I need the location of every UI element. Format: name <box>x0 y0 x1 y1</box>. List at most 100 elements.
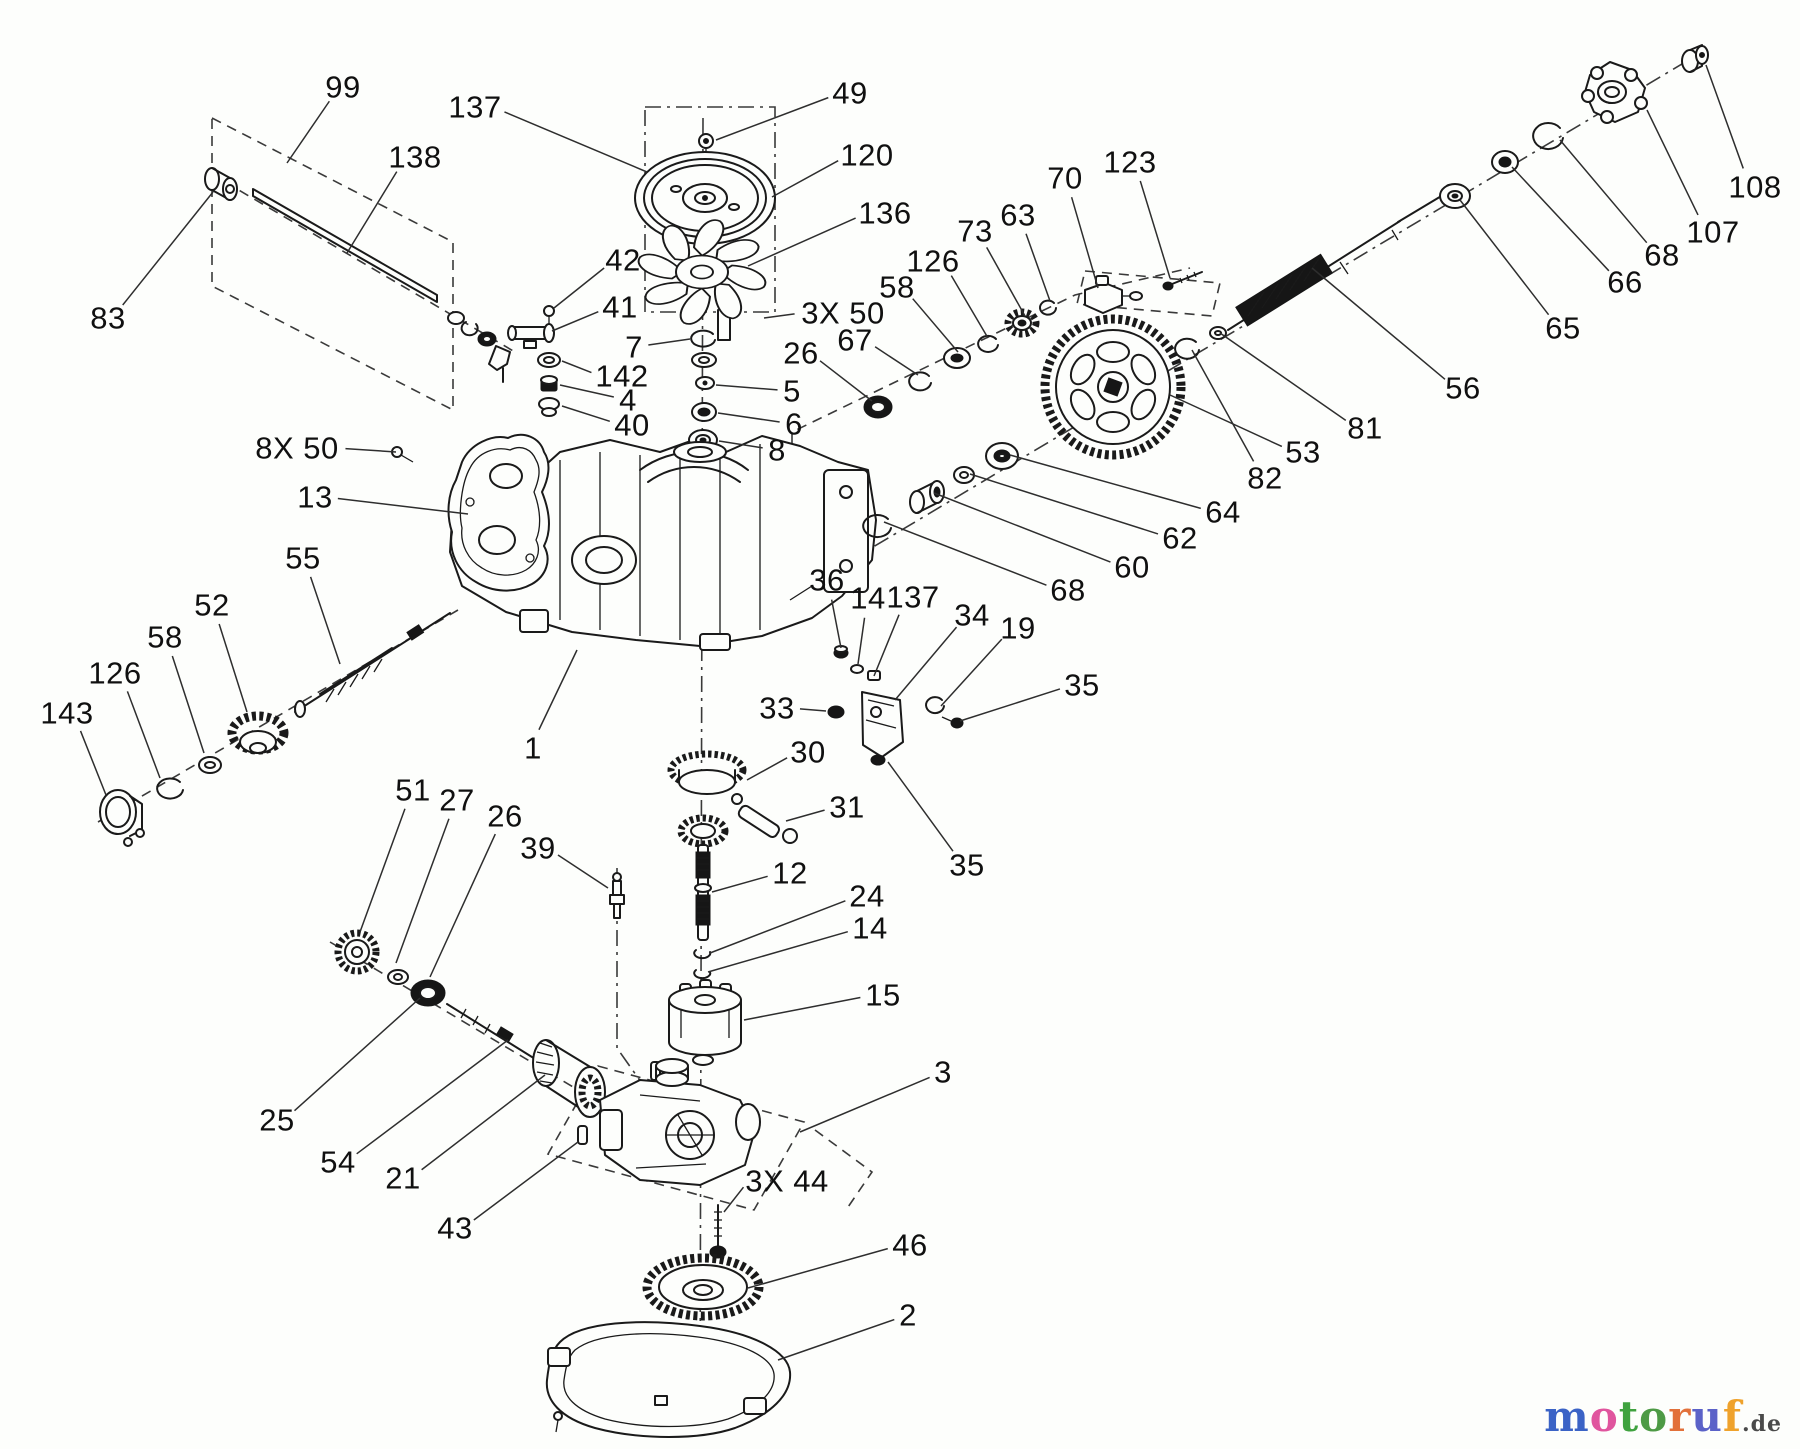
leader-line-82 <box>1191 349 1255 462</box>
part-label-56: 56 <box>1445 371 1480 406</box>
gear-shaft-54 <box>446 1003 541 1063</box>
cooling-fan-136 <box>637 219 767 325</box>
leader-line-73 <box>986 246 1026 317</box>
part-label-8X50: 8X 50 <box>255 431 339 466</box>
part-label-36: 36 <box>809 563 844 598</box>
input-shaft-55 <box>294 612 451 718</box>
leader-line-58 <box>912 298 959 353</box>
leader-lines <box>79 64 1744 1361</box>
bypass-axis <box>616 868 649 1093</box>
part-label-83: 83 <box>90 301 125 336</box>
pivot-pin-42 <box>543 305 555 326</box>
part-label-60: 60 <box>1114 550 1149 585</box>
leader-line-40 <box>561 405 611 423</box>
watermark-letter: o <box>1589 1392 1619 1441</box>
side-cover-13 <box>447 433 550 592</box>
leader-line-27 <box>395 818 450 964</box>
washer-27 <box>387 969 409 985</box>
part-label-4: 4 <box>619 383 637 418</box>
watermark-wordmark: motoruf <box>1544 1392 1742 1441</box>
leader-line-31 <box>785 809 825 822</box>
part-label-143: 143 <box>40 696 93 731</box>
leader-line-46 <box>747 1247 888 1289</box>
snap-ring-67 <box>908 371 932 392</box>
lever-arm-41 <box>507 323 555 349</box>
end-cap-143 <box>99 789 145 847</box>
leader-line-19 <box>940 638 1003 707</box>
pawl-31 <box>731 793 798 844</box>
part-label-137: 137 <box>448 90 501 125</box>
snap-ring-68t <box>1532 122 1564 150</box>
part-label-107: 107 <box>1686 215 1739 250</box>
part-label-3X50: 3X 50 <box>801 296 885 331</box>
leader-line-1 <box>538 649 578 731</box>
leader-line-65 <box>1459 199 1550 316</box>
wheel-hub-107 <box>1581 61 1648 124</box>
dashed-box-99 <box>211 116 454 412</box>
part-label-64: 64 <box>1205 495 1240 530</box>
leader-line-39 <box>557 854 609 889</box>
bushing-cap-83 <box>204 167 238 201</box>
part-label-35: 35 <box>949 848 984 883</box>
bolt-8x50 <box>391 446 414 463</box>
part-label-137: 137 <box>886 580 939 615</box>
snap-ring-7 <box>690 329 716 348</box>
part-label-3: 3 <box>934 1055 952 1090</box>
part-label-58: 58 <box>147 620 182 655</box>
leader-line-3X44 <box>723 1186 745 1213</box>
leader-line-35 <box>887 761 954 852</box>
transaxle-housing-1 <box>449 435 877 651</box>
part-label-24: 24 <box>849 879 884 914</box>
leader-line-15 <box>743 996 861 1021</box>
watermark-suffix: .de <box>1741 1411 1782 1437</box>
part-label-73: 73 <box>957 214 992 249</box>
leader-line-137 <box>873 614 900 677</box>
part-label-7: 7 <box>625 330 643 365</box>
leader-line-26 <box>429 833 496 978</box>
part-label-138: 138 <box>388 140 441 175</box>
rod-axis <box>224 181 516 353</box>
leader-line-70 <box>1070 196 1099 289</box>
bolt-35 <box>941 716 964 729</box>
watermark-letter: f <box>1722 1392 1742 1441</box>
leader-line-13 <box>337 497 469 515</box>
part-label-35: 35 <box>1064 668 1099 703</box>
leader-line-68 <box>883 521 1047 586</box>
leader-line-42 <box>553 267 605 309</box>
bracket-70 <box>1084 275 1143 314</box>
leader-line-49 <box>715 96 829 141</box>
leader-line-63 <box>1025 233 1051 302</box>
bearing-26b <box>410 979 446 1007</box>
washer-142b <box>691 352 717 368</box>
washer-58b <box>198 756 222 774</box>
leader-line-138 <box>346 171 398 254</box>
part-label-53: 53 <box>1285 435 1320 470</box>
part-label-65: 65 <box>1545 311 1580 346</box>
part-label-68: 68 <box>1050 573 1085 608</box>
part-label-62: 62 <box>1162 521 1197 556</box>
leader-line-56 <box>1311 267 1446 380</box>
bevel-gear-52 <box>227 711 289 755</box>
part-label-26: 26 <box>783 336 818 371</box>
leader-line-41 <box>551 310 599 332</box>
ring-gear-46 <box>642 1253 764 1321</box>
leader-line-137 <box>504 111 648 173</box>
leader-line-68 <box>1559 139 1648 244</box>
leader-line-14 <box>707 930 849 973</box>
leader-line-53 <box>1169 394 1283 448</box>
leader-line-3X50 <box>763 313 795 319</box>
part-label-123: 123 <box>1103 145 1156 180</box>
part-label-67: 67 <box>837 323 872 358</box>
watermark-logo[interactable]: motoruf.de <box>1544 1392 1782 1441</box>
part-label-126: 126 <box>88 656 141 691</box>
leader-line-126 <box>950 275 989 339</box>
part-label-26: 26 <box>487 799 522 834</box>
part-label-41: 41 <box>602 290 637 325</box>
clip-14b <box>693 969 712 980</box>
part-label-14: 14 <box>850 581 885 616</box>
oil-pan-2 <box>545 1321 792 1438</box>
axle-shaft-56 <box>1227 184 1454 331</box>
ring-gear-hub <box>677 814 729 848</box>
